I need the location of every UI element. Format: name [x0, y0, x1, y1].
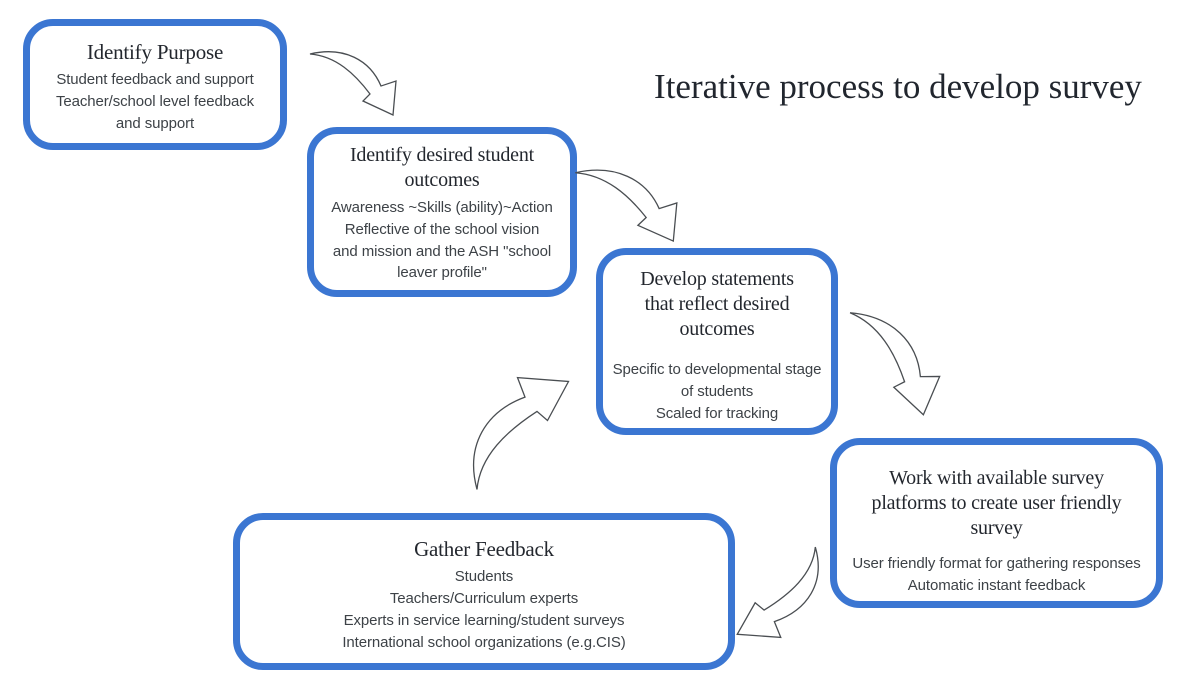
box-title-line: Gather Feedback — [414, 537, 554, 561]
process-box-survey-platforms: Work with available survey platforms to … — [830, 438, 1163, 608]
process-box-develop-statements: Develop statements that reflect desired … — [596, 248, 838, 435]
process-box-identify-outcomes: Identify desired student outcomes Awaren… — [307, 127, 577, 297]
box-body-line: Reflective of the school vision — [344, 220, 540, 238]
box-title-line: outcomes — [679, 318, 755, 340]
box-body-line: Student feedback and support — [56, 71, 254, 89]
curved-arrow-icon-4-to-5 — [736, 546, 820, 639]
box-body-line: Specific to developmental stage — [612, 361, 822, 378]
process-box-identify-purpose: Identify Purpose Student feedback and su… — [23, 19, 287, 150]
box-title-line: that reflect desired — [644, 293, 790, 315]
box-body: User friendly format for gathering respo… — [843, 553, 1150, 597]
box-title-line: Work with available survey — [889, 467, 1104, 489]
box-body-line: Teacher/school level feedback — [55, 93, 255, 110]
box-title-line: survey — [970, 517, 1023, 539]
box-title-line: Identify Purpose — [86, 40, 224, 64]
box-body-line: Awareness ~Skills (ability)~Action — [331, 199, 553, 216]
box-body-line: Scaled for tracking — [655, 404, 779, 422]
curved-arrow-icon-1-to-2 — [309, 51, 397, 116]
box-body: Specific to developmental stage of stude… — [609, 359, 825, 424]
box-title: Develop statements that reflect desired … — [609, 267, 825, 342]
box-body-line: User friendly format for gathering respo… — [852, 555, 1141, 572]
box-title: Identify Purpose — [36, 39, 274, 65]
box-body: Student feedback and support Teacher/sch… — [36, 69, 274, 134]
box-body-line: of students — [680, 382, 754, 400]
process-box-gather-feedback: Gather Feedback Students Teachers/Curric… — [233, 513, 735, 670]
box-title: Gather Feedback — [246, 536, 722, 562]
curved-arrow-icon-2-to-3 — [574, 169, 678, 242]
box-title-line: Identify desired student — [349, 144, 535, 166]
box-body-line: and mission and the ASH "school — [332, 242, 552, 260]
box-body-line: International school organizations (e.g.… — [342, 633, 626, 651]
box-body-line: Automatic instant feedback — [907, 576, 1086, 594]
box-body-line: and support — [115, 114, 195, 132]
curved-arrow-icon-3-to-4 — [826, 309, 952, 417]
box-title: Work with available survey platforms to … — [843, 466, 1150, 541]
box-body: Awareness ~Skills (ability)~Action Refle… — [320, 197, 564, 284]
box-body-line: Students — [454, 568, 514, 586]
box-body: Students Teachers/Curriculum experts Exp… — [246, 566, 722, 653]
box-title-line: outcomes — [404, 169, 480, 191]
box-title-line: Develop statements — [640, 268, 794, 290]
curved-arrow-icon-5-to-3 — [472, 376, 570, 491]
box-body-line: Experts in service learning/student surv… — [343, 611, 625, 629]
box-title: Identify desired student outcomes — [320, 143, 564, 193]
box-body-line: Teachers/Curriculum experts — [389, 590, 579, 607]
diagram-title: Iterative process to develop survey — [654, 67, 1142, 106]
box-title-line: platforms to create user friendly — [871, 492, 1122, 514]
box-body-line: leaver profile" — [397, 264, 487, 282]
